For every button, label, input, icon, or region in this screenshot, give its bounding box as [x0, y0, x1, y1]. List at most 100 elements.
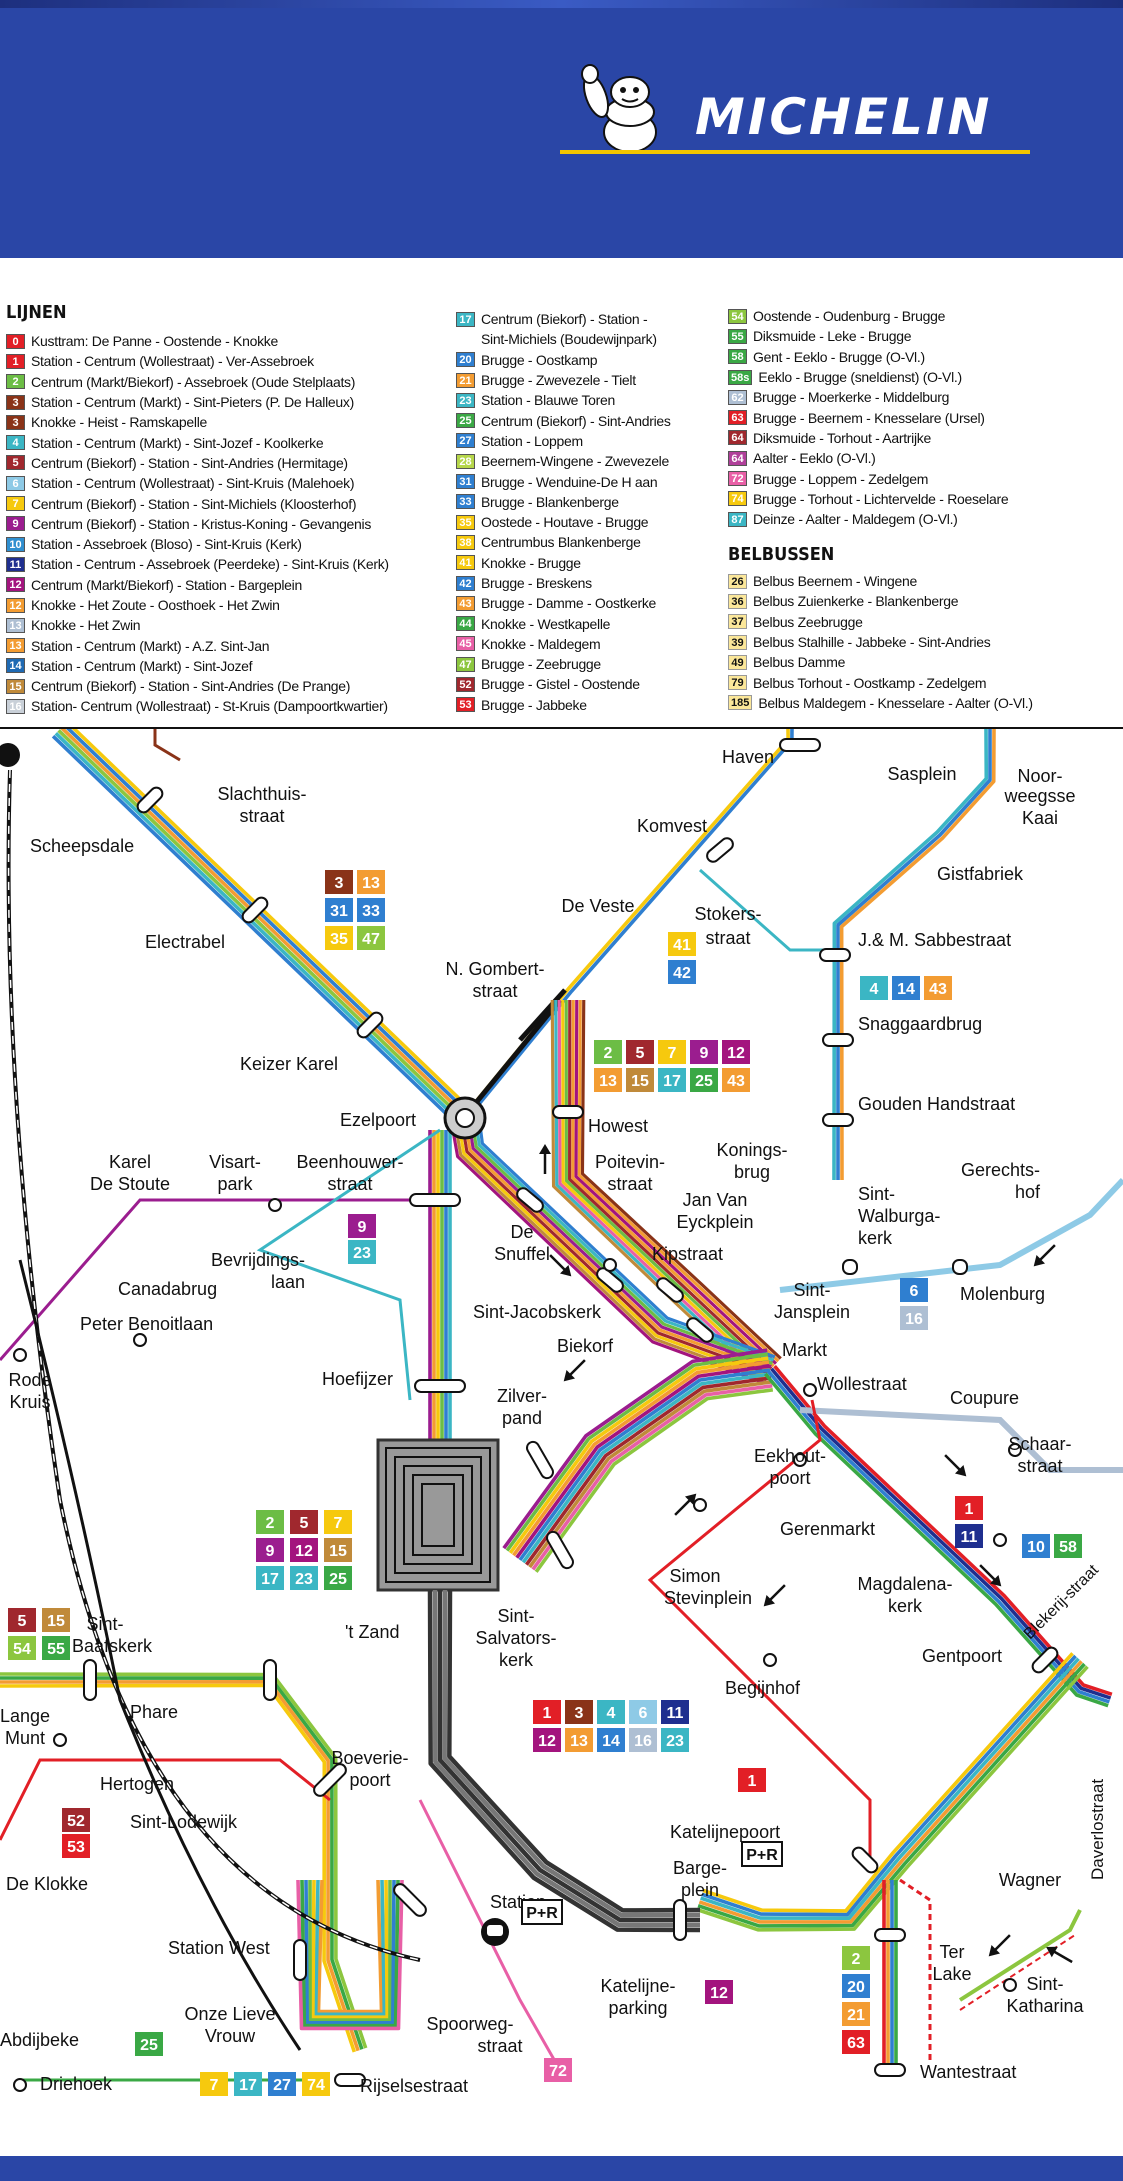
stop-label-blekerij: Blekerij-straat	[1021, 1561, 1103, 1643]
stop-marker	[83, 1659, 97, 1701]
stop-label-karel1: Karel	[109, 1152, 151, 1172]
stop-label-walburga2: Walburga-	[858, 1206, 940, 1226]
direction-arrow-icon	[1046, 1946, 1073, 1964]
line-route: Brugge - Loppem - Zedelgem	[753, 470, 929, 487]
line-route: Knokke - Brugge	[481, 554, 581, 571]
stop-label-canadabrug: Canadabrug	[118, 1279, 217, 1299]
line-number-badge: 58	[728, 349, 747, 365]
line-badge-bg	[661, 1700, 689, 1724]
route-bundle-zilverpand-strand	[518, 1368, 771, 1562]
stop-label-jansplein2: Jansplein	[774, 1302, 850, 1322]
stop-label-spoorweg1: Spoorweg-	[426, 2014, 513, 2034]
route-bundle-howest-strand	[574, 999, 778, 1365]
line-badge-label: 52	[67, 1813, 85, 1830]
line-number-badge: 41	[456, 555, 475, 571]
line-badge-label: 23	[666, 1733, 684, 1750]
line-badge-label: 43	[929, 981, 947, 998]
route-bundle-gentpoort-strand	[696, 1665, 1089, 1932]
line-route: Brugge - Breskens	[481, 575, 592, 591]
line-badge-bg	[722, 1040, 750, 1064]
route-bundle-zilverpand	[502, 1348, 774, 1573]
line-badge-bg	[290, 1510, 318, 1534]
line-entry: 14 Station - Centrum (Markt) - Sint-Jozef	[6, 656, 389, 676]
stop-label-goudenhand: Gouden Handstraat	[858, 1094, 1015, 1114]
line-badge-bg	[544, 2058, 572, 2082]
line-number-badge: 14	[6, 658, 25, 674]
route-bundle-zilverpand-strand	[521, 1372, 771, 1564]
station-block-ring	[403, 1465, 473, 1565]
line-badge-bg	[955, 1496, 983, 1520]
stop-marker-small	[268, 1198, 282, 1212]
header-banner: MICHELIN	[0, 0, 1123, 258]
line-number-badge: 26	[728, 573, 747, 589]
line-badge-bg	[234, 2072, 262, 2096]
stop-label-wollestraat: Wollestraat	[817, 1374, 907, 1394]
direction-arrow-head	[955, 1465, 967, 1477]
stop-label-hoefijzer: Hoefijzer	[322, 1369, 393, 1389]
stop-marker	[136, 786, 164, 814]
line-route: Brugge - Zwevezele - Tielt	[481, 372, 636, 389]
stop-label-keizerkarel: Keizer Karel	[240, 1054, 338, 1074]
stop-marker	[851, 1846, 879, 1874]
stop-label-konings2: brug	[734, 1162, 770, 1182]
route-bundle-station-strand	[442, 1589, 701, 1918]
line-route: Station - Centrum (Markt) - Sint-Jozef	[31, 657, 253, 674]
line-number-badge: 9	[6, 516, 25, 532]
stop-marker	[414, 1379, 466, 1393]
stop-marker	[334, 2073, 366, 2087]
line-badge-bg	[324, 1538, 352, 1562]
line-badge-bg	[629, 1728, 657, 1752]
stop-marker	[293, 1939, 307, 1981]
line-badge-label: 21	[847, 2007, 865, 2024]
line-badge-label: 63	[847, 2035, 865, 2052]
line-route: Deinze - Aalter - Maldegem (O-Vl.)	[753, 511, 958, 528]
line-number-badge: 31	[456, 474, 475, 490]
route-bundle-gentpoort-strand	[697, 1662, 1086, 1928]
route-bundle-sint-baafs-strand	[0, 1679, 360, 2052]
line-badge-label: 17	[239, 2077, 257, 2094]
line-badge-bg	[357, 898, 385, 922]
stop-label-gerenmarkt: Gerenmarkt	[780, 1519, 875, 1539]
line-number-badge: 64	[728, 430, 747, 446]
line-route: Brugge - Gistel - Oostende	[481, 676, 640, 693]
stop-marker	[526, 1440, 554, 1480]
line-route: Oostende - Oudenburg - Brugge	[753, 308, 946, 325]
line-number-badge: 45	[456, 636, 475, 652]
line-badge-label: 31	[330, 903, 348, 920]
line-badge-bg	[658, 1040, 686, 1064]
route-bundle-gentpoort-strand	[700, 1657, 1080, 1920]
stop-label-visart1: Visart-	[209, 1152, 261, 1172]
route-bundle-howest-strand	[571, 999, 775, 1368]
line-route: Brugge - Torhout - Lichtervelde - Roesel…	[753, 490, 1009, 507]
route-bundle-howest	[550, 999, 782, 1383]
route-line-black-gombert	[518, 988, 567, 1042]
stop-label-gerechts2: hof	[1015, 1182, 1041, 1202]
line-number-badge: 58s	[728, 369, 753, 385]
line-badge-label: 23	[353, 1245, 371, 1262]
line-badge-bg	[565, 1728, 593, 1752]
direction-arrow-head	[988, 1945, 1000, 1957]
line-badge-bg	[626, 1068, 654, 1092]
belbus-route: Belbus Zuienkerke - Blankenberge	[753, 593, 959, 610]
line-badge-label: 35	[330, 931, 348, 948]
stop-label-daverlo: Daverlostraat	[1088, 1779, 1107, 1880]
line-badge-bg	[324, 1510, 352, 1534]
stop-marker-small	[763, 1653, 777, 1667]
line-number-badge: 35	[456, 514, 475, 530]
stop-label-barge2: plein	[681, 1880, 719, 1900]
stop-marker	[706, 837, 734, 863]
line-badge-label: 7	[668, 1045, 677, 1062]
stop-label-poitevin1: Poitevin-	[595, 1152, 665, 1172]
line-number-badge: 15	[6, 678, 25, 694]
direction-arrow-head	[563, 1370, 575, 1382]
stop-label-boeverie2: poort	[349, 1770, 390, 1790]
